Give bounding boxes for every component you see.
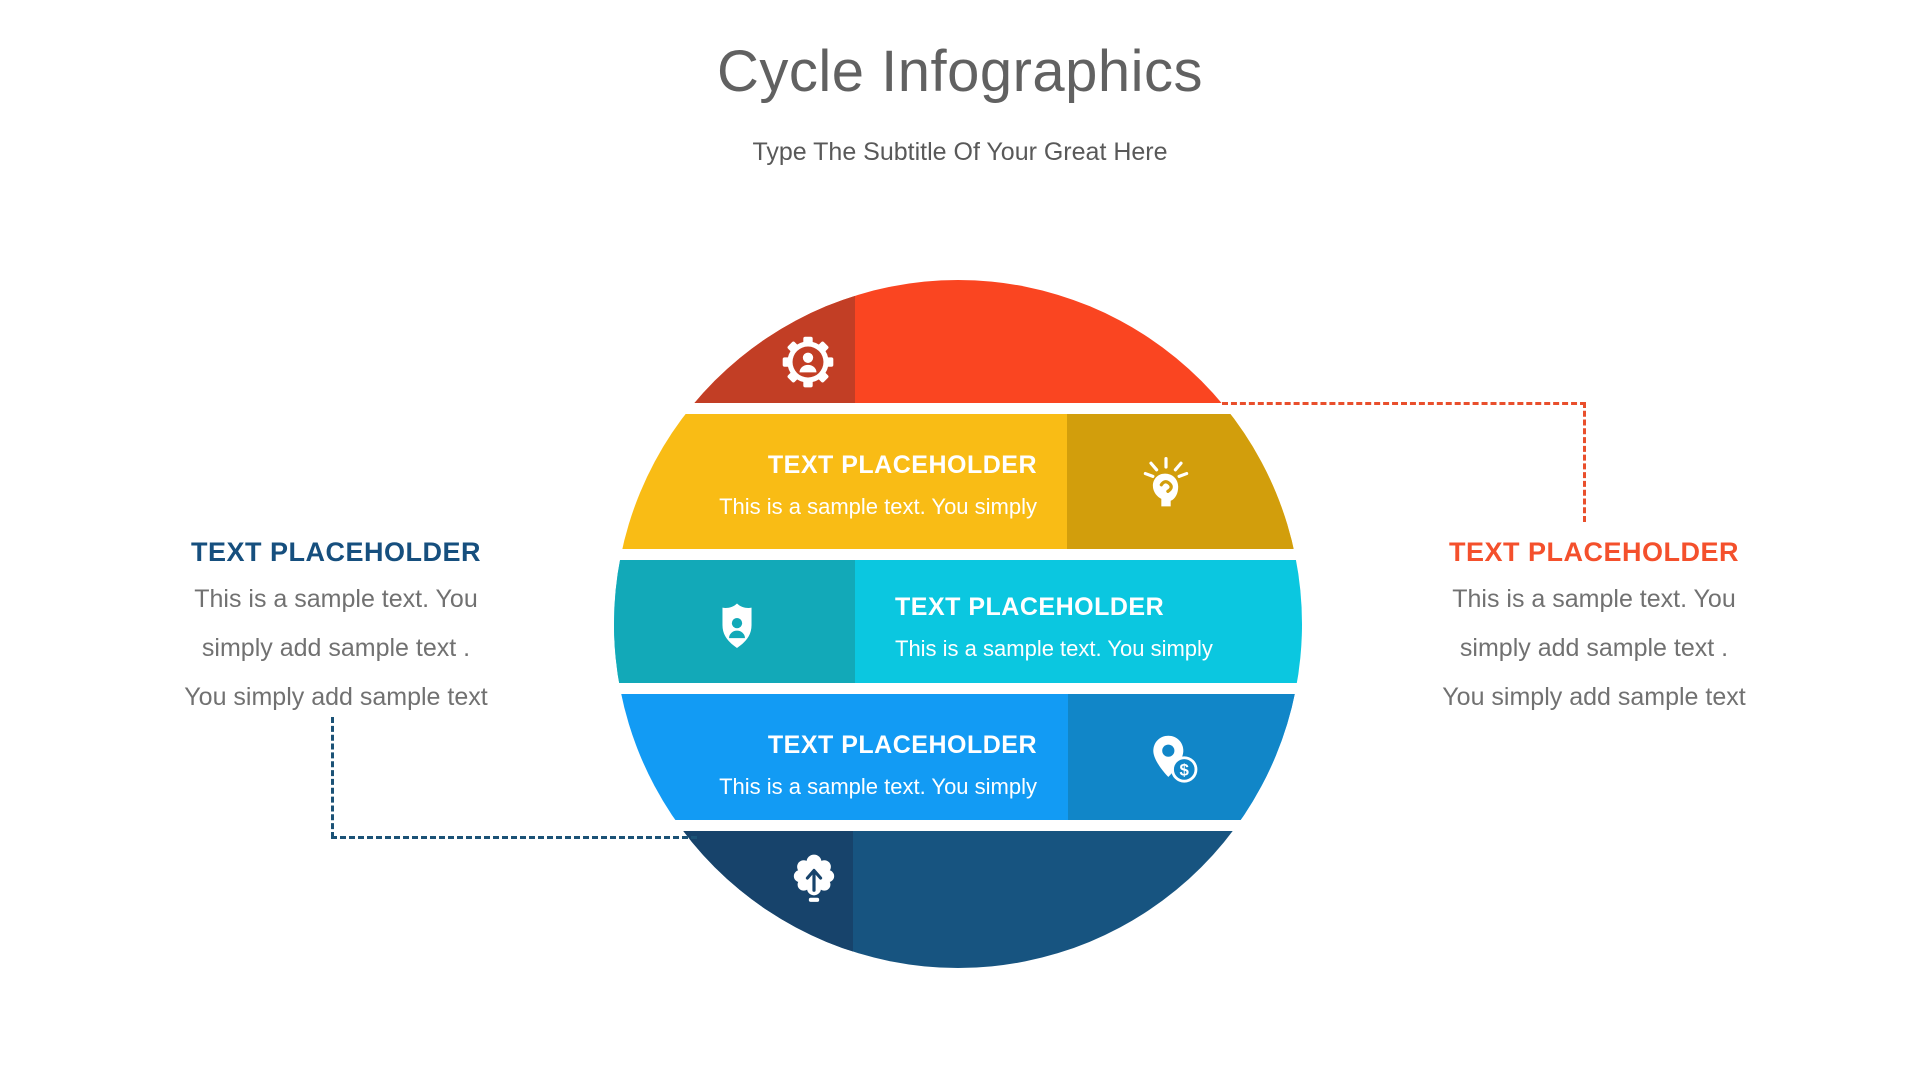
right-note-body: This is a sample text. You simply add sa… (1396, 575, 1792, 722)
right-note[interactable]: TEXT PLACEHOLDER This is a sample text. … (1396, 536, 1792, 722)
right-note-line: simply add sample text . (1459, 634, 1729, 662)
segment-2-heading: TEXT PLACEHOLDER (767, 451, 1037, 479)
right-note-line: You simply add sample text (1442, 683, 1746, 711)
segment-3-text[interactable]: TEXT PLACEHOLDER This is a sample text. … (895, 592, 1213, 662)
left-connector-vertical (331, 717, 334, 838)
left-note-line: This is a sample text. You (194, 585, 478, 613)
page-title[interactable]: Cycle Infographics (716, 39, 1204, 104)
segment-4-text[interactable]: TEXT PLACEHOLDER This is a sample text. … (719, 730, 1037, 800)
brain-growth-icon (793, 854, 835, 902)
right-note-heading: TEXT PLACEHOLDER (1448, 537, 1739, 567)
right-connector-vertical (1583, 402, 1586, 522)
left-note[interactable]: TEXT PLACEHOLDER This is a sample text. … (140, 536, 532, 722)
right-note-line: This is a sample text. You (1452, 585, 1736, 613)
left-note-heading: TEXT PLACEHOLDER (190, 537, 481, 567)
segment-1-icon-panel (614, 280, 855, 403)
segment-1-red[interactable] (614, 280, 1302, 403)
left-note-body: This is a sample text. You simply add sa… (140, 575, 532, 722)
right-connector-horizontal (1222, 402, 1586, 405)
segment-2-text[interactable]: TEXT PLACEHOLDER This is a sample text. … (719, 450, 1037, 520)
idea-head-icon (1143, 456, 1189, 507)
segment-4-heading: TEXT PLACEHOLDER (767, 731, 1037, 759)
segment-4-body: This is a sample text. You simply (719, 774, 1037, 799)
segment-2-body: This is a sample text. You simply (719, 494, 1037, 519)
dollar-symbol: $ (1180, 761, 1190, 780)
left-note-line: simply add sample text . (201, 634, 471, 662)
shield-user-icon (722, 603, 752, 648)
left-connector-horizontal (331, 836, 697, 839)
segment-3-heading: TEXT PLACEHOLDER (895, 593, 1165, 621)
gear-user-icon (782, 336, 834, 388)
location-dollar-icon: $ (1153, 735, 1198, 783)
cycle-diagram: $ TEXT PLACEHOLDER This is (614, 280, 1302, 968)
segment-2-icon-panel (1067, 414, 1302, 549)
segment-3-body: This is a sample text. You simply (895, 636, 1213, 661)
segment-5-navy[interactable] (614, 831, 1302, 968)
page-subtitle[interactable]: Type The Subtitle Of Your Great Here (752, 138, 1168, 166)
segment-2-yellow[interactable] (614, 414, 1302, 549)
left-note-line: You simply add sample text (184, 683, 488, 711)
